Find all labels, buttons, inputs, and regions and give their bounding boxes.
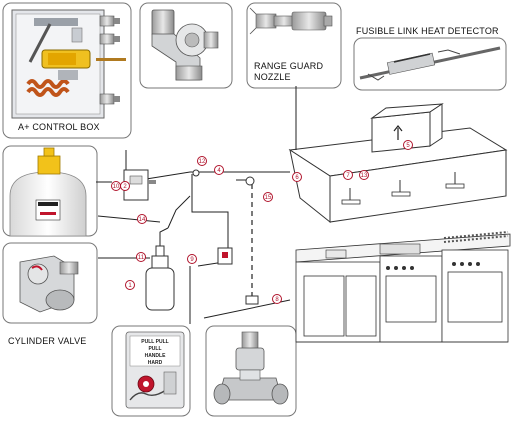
gas-valve-installed-icon [245, 295, 259, 305]
fusible-link-detector [353, 37, 507, 91]
control-box-label: A+ CONTROL BOX [18, 122, 100, 132]
piping-lines [96, 86, 297, 324]
pull-station-panel [111, 325, 191, 417]
callout-8: 8 [272, 294, 282, 304]
exhaust-hood [288, 103, 508, 224]
callout-11: 11 [136, 252, 146, 262]
range-guard-nozzle-label-line2: NOZZLE [254, 72, 291, 82]
agent-cylinder-installed-icon [145, 245, 175, 311]
callout-10: 10 [111, 181, 121, 191]
cylinder-valve-icon [19, 255, 79, 313]
callout-1: 1 [125, 280, 135, 290]
agent-cylinder-icon [9, 147, 87, 237]
pull-station-installed-icon [217, 247, 233, 265]
callout-13: 13 [359, 170, 369, 180]
callout-14: 14 [137, 214, 147, 224]
range-guard-nozzle-icon [249, 7, 333, 35]
fusible-link-label: FUSIBLE LINK HEAT DETECTOR [356, 26, 499, 36]
control-box-mechanism-icon [26, 18, 91, 97]
conduit-fittings-icon [96, 15, 126, 105]
pull-station-placard-line2: PULL [148, 346, 162, 352]
callout-12: 12 [197, 156, 207, 166]
pull-station-placard-line4: HARD [147, 360, 163, 366]
callout-6: 6 [292, 172, 302, 182]
callout-5: 5 [403, 140, 413, 150]
gas-shutoff-valve-icon [213, 331, 289, 405]
gas-shutoff-valve-panel [205, 325, 297, 417]
callout-9: 9 [187, 254, 197, 264]
control-box-panel [2, 2, 132, 139]
elbow-fitting-icon [151, 9, 219, 81]
cylinder-valve-panel [2, 242, 98, 324]
range-guard-nozzle-label-line1: RANGE GUARD [254, 61, 324, 71]
pull-station-placard-line1: PULL PULL [141, 339, 169, 345]
callout-2: 2 [120, 181, 130, 191]
pull-station-placard-line3: HANDLE [144, 353, 166, 359]
elbow-fitting-panel [139, 2, 233, 89]
duct-nozzle-icon [192, 169, 255, 186]
cooking-appliances [295, 231, 511, 343]
callout-7: 7 [343, 170, 353, 180]
cylinder-top-panel [2, 145, 98, 237]
cylinder-valve-label: CYLINDER VALVE [8, 336, 87, 346]
callout-4: 4 [214, 165, 224, 175]
callout-15: 15 [263, 192, 273, 202]
pull-station-icon [125, 331, 185, 409]
nozzle-panel [246, 2, 342, 89]
